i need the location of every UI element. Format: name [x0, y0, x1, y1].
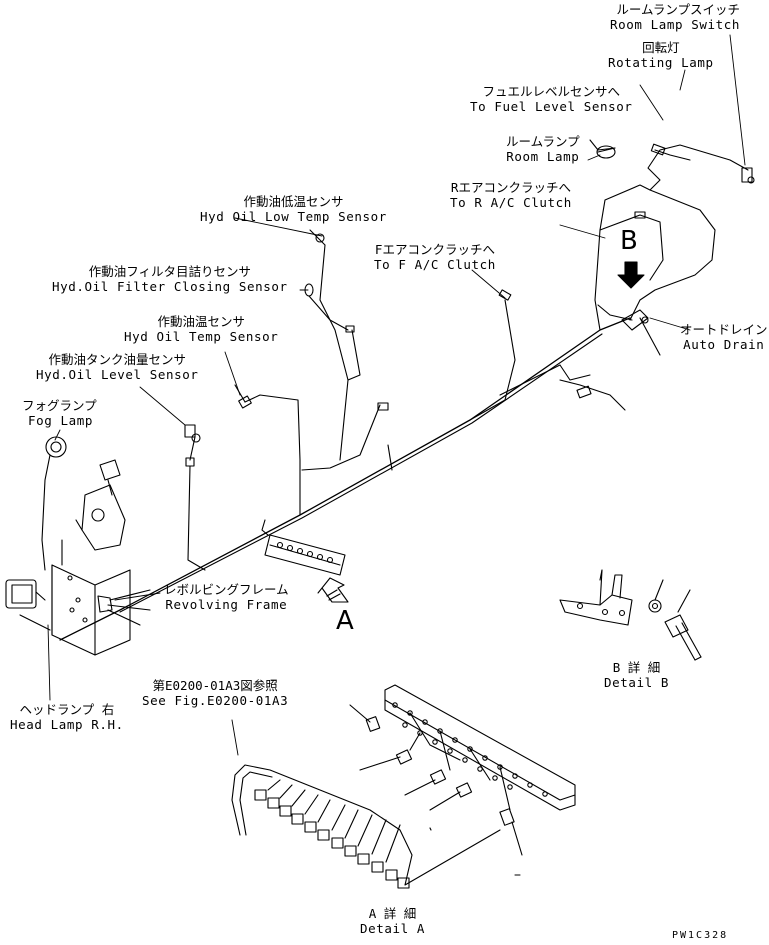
hyd-oil-level-en: Hyd.Oil Level Sensor [36, 367, 199, 382]
room-lamp-en: Room Lamp [506, 149, 580, 164]
label-fog-lamp: フォグランプ Fog Lamp [22, 398, 97, 428]
sensor-shapes [184, 229, 389, 571]
head-lamp-rh-en: Head Lamp R.H. [10, 717, 124, 732]
label-see-fig: 第E0200-01A3図参照 See Fig.E0200-01A3 [142, 678, 288, 708]
rotating-lamp-en: Rotating Lamp [608, 55, 714, 70]
detail-b-drawing [559, 569, 702, 661]
view-b-arrow [617, 261, 645, 289]
fog-lamp-jp: フォグランプ [22, 398, 97, 413]
room-lamp-shape [596, 145, 616, 159]
label-head-lamp-rh: ヘッドランプ 右 Head Lamp R.H. [10, 702, 124, 732]
hyd-oil-low-temp-en: Hyd Oil Low Temp Sensor [200, 209, 387, 224]
hyd-oil-filter-jp: 作動油フィルタ目詰りセンサ [88, 264, 251, 279]
detail-b-jp: B 詳 細 [612, 660, 661, 675]
leader-lines [47, 34, 746, 756]
r-ac-connector [634, 211, 646, 219]
label-hyd-oil-level: 作動油タンク油量センサ Hyd.Oil Level Sensor [36, 352, 199, 382]
head-lamp-shape [5, 579, 51, 631]
fuel-level-sensor-en: To Fuel Level Sensor [470, 99, 633, 114]
revolving-frame-shape [51, 539, 151, 656]
label-r-ac-clutch: Rエアコンクラッチへ To R A/C Clutch [450, 180, 572, 210]
see-fig-en: See Fig.E0200-01A3 [142, 693, 289, 708]
relay-block-small [261, 519, 346, 576]
label-room-lamp-switch: ルームランプスイッチ Room Lamp Switch [610, 2, 740, 32]
auto-drain-shape [621, 309, 649, 331]
label-room-lamp: ルームランプ Room Lamp [506, 134, 580, 164]
room-lamp-switch-shape [741, 167, 755, 184]
hyd-oil-low-temp-jp: 作動油低温センサ [243, 194, 344, 209]
detail-b-en: Detail B [604, 675, 670, 690]
label-f-ac-clutch: Fエアコンクラッチへ To F A/C Clutch [374, 242, 496, 272]
label-detail-b: B 詳 細 Detail B [604, 660, 669, 690]
f-ac-clutch-jp: Fエアコンクラッチへ [374, 242, 495, 257]
view-mark-a: A [336, 606, 354, 636]
label-revolving-frame: レボルビングフレーム Revolving Frame [164, 582, 289, 612]
auto-drain-jp: オートドレイン [680, 322, 768, 337]
hyd-oil-level-jp: 作動油タンク油量センサ [48, 352, 187, 367]
detail-a-drawing [231, 684, 576, 889]
relay-connectors [254, 789, 410, 889]
fuel-connector-shape [650, 143, 666, 156]
hyd-oil-temp-en: Hyd Oil Temp Sensor [124, 329, 279, 344]
label-detail-a: A 詳 細 Detail A [360, 906, 425, 936]
room-lamp-jp: ルームランプ [506, 134, 580, 149]
label-rotating-lamp: 回転灯 Rotating Lamp [608, 40, 714, 70]
revolving-frame-jp: レボルビングフレーム [164, 582, 289, 597]
hyd-oil-filter-en: Hyd.Oil Filter Closing Sensor [52, 279, 288, 294]
fuel-level-sensor-jp: フュエルレベルセンサへ [482, 84, 621, 99]
room-lamp-switch-jp: ルームランプスイッチ [616, 2, 741, 17]
auto-drain-en: Auto Drain [683, 337, 765, 352]
see-fig-jp: 第E0200-01A3図参照 [152, 678, 278, 693]
view-mark-b: B [620, 226, 638, 256]
r-ac-clutch-jp: Rエアコンクラッチへ [450, 180, 571, 195]
bolt-shape [576, 385, 592, 399]
upper-harness [559, 139, 749, 411]
rotating-lamp-jp: 回転灯 [642, 40, 680, 55]
label-hyd-oil-temp: 作動油温センサ Hyd Oil Temp Sensor [124, 314, 278, 344]
f-ac-connector [498, 289, 512, 301]
detail-a-en: Detail A [360, 921, 426, 936]
view-a-arrow [317, 577, 349, 603]
head-lamp-rh-jp: ヘッドランプ 右 [19, 702, 115, 717]
main-harness [59, 244, 631, 641]
revolving-frame-en: Revolving Frame [165, 597, 288, 612]
label-fuel-level-sensor: フュエルレベルセンサへ To Fuel Level Sensor [470, 84, 633, 114]
label-hyd-oil-filter: 作動油フィルタ目詰りセンサ Hyd.Oil Filter Closing Sen… [52, 264, 288, 294]
hyd-oil-temp-jp: 作動油温センサ [157, 314, 245, 329]
detail-a-jp: A 詳 細 [368, 906, 417, 921]
bracket-cluster [75, 459, 126, 551]
fog-lamp-en: Fog Lamp [28, 413, 94, 428]
r-ac-clutch-en: To R A/C Clutch [450, 195, 572, 210]
drawing-code: PW1C328 [672, 930, 729, 941]
relay-terminals [392, 702, 548, 797]
label-auto-drain: オートドレイン Auto Drain [680, 322, 768, 352]
room-lamp-switch-en: Room Lamp Switch [610, 17, 741, 32]
label-hyd-oil-low-temp: 作動油低温センサ Hyd Oil Low Temp Sensor [200, 194, 387, 224]
f-ac-clutch-en: To F A/C Clutch [374, 257, 496, 272]
